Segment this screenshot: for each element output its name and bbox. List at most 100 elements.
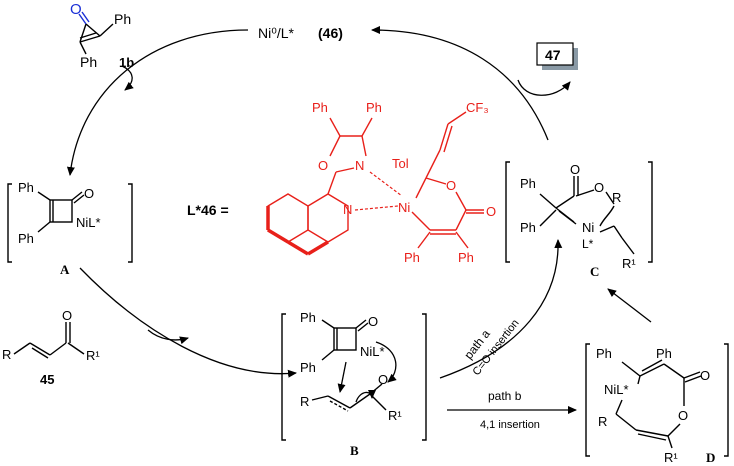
bond [361, 117, 373, 137]
phenyl-label: Ph [458, 250, 474, 265]
bond [635, 429, 669, 437]
n-oxazoline: N [355, 158, 364, 173]
bond [99, 23, 114, 37]
r-label: R [598, 414, 607, 429]
bond [355, 319, 367, 329]
oxygen: O [678, 408, 688, 423]
bracket-left [505, 161, 510, 263]
r1-label: R¹ [388, 408, 402, 423]
bond [663, 363, 685, 379]
path-b-subtext: 4,1 insertion [480, 419, 540, 431]
catalyst-text: Ni⁰/L* [258, 25, 295, 41]
ligand-label: L* [582, 237, 594, 251]
cf3-label: CF₃ [466, 100, 489, 115]
bond [637, 375, 641, 385]
arrow-path-a [439, 239, 563, 379]
bond [575, 189, 595, 197]
oxygen: O [570, 162, 580, 177]
bond [349, 393, 371, 409]
carbonyl-bond [81, 11, 90, 23]
nickel-ligand: NiL* [604, 382, 629, 397]
catalyst-label: Ni⁰/L* (46) [258, 25, 343, 41]
bond [539, 209, 557, 227]
o-carbonyl: O [486, 204, 496, 219]
oxygen: O [378, 372, 388, 387]
bond [637, 433, 667, 441]
bond [415, 177, 427, 199]
bond [613, 225, 623, 239]
bond [329, 135, 341, 157]
bond [321, 349, 335, 361]
bond [29, 342, 51, 356]
bond [71, 191, 83, 201]
bond [684, 375, 702, 383]
bracket-left [585, 343, 590, 457]
carbonyl-bond [78, 13, 87, 25]
phenyl-label: Ph [18, 231, 34, 246]
bond [667, 423, 681, 437]
compound-label: 1b [119, 55, 134, 70]
arrow-product-out [517, 79, 571, 96]
product-number: 47 [545, 47, 561, 63]
intermediate-a: O NiL* Ph Ph A [7, 180, 133, 277]
bond [357, 322, 369, 332]
bond [683, 371, 701, 379]
intermediate-label: A [60, 262, 70, 277]
intermediate-c: Ph Ph O O R Ni L* R¹ C [505, 161, 653, 279]
bond [417, 231, 431, 249]
intermediate-label: C [590, 264, 599, 279]
bond [599, 225, 615, 233]
bond [361, 135, 367, 157]
bond [425, 177, 447, 185]
phenyl-label: Ph [404, 250, 420, 265]
o-ring: O [446, 178, 456, 193]
oxygen: O [84, 186, 94, 201]
bond [555, 195, 575, 209]
arrow-45-feed [147, 329, 189, 345]
bond [49, 342, 67, 356]
oxygen: O [594, 180, 604, 195]
phenyl-label: Ph [300, 360, 316, 375]
catalyst-number: (46) [318, 25, 343, 41]
r-label: R [612, 190, 621, 205]
intermediate-d: Ph Ph O O NiL* R R¹ D [585, 343, 729, 465]
nickel-ligand: NiL* [76, 215, 101, 230]
phenyl-label: Ph [520, 176, 536, 191]
r-label: R [300, 394, 309, 409]
bond [327, 171, 337, 195]
enone-45: R O R¹ 45 [2, 308, 100, 387]
bond [329, 400, 349, 412]
nickel-label: Ni [582, 220, 594, 235]
bond [79, 41, 87, 55]
bond [85, 23, 101, 37]
bond [73, 194, 85, 204]
curly-arrow [375, 341, 397, 383]
bond [615, 413, 637, 431]
carbonyl-oxygen: O [70, 1, 82, 18]
nickel-ligand: NiL* [360, 344, 385, 359]
r1-label: R¹ [86, 348, 100, 363]
nickel-label: Ni [398, 200, 410, 215]
bond [31, 347, 49, 359]
bond [311, 395, 329, 401]
curly-arrow [355, 389, 376, 403]
bond [321, 319, 335, 329]
box [536, 42, 574, 66]
ligand-46: L*46 = N O N Ph Ph Ni Tol O O [187, 100, 496, 265]
four-ring [49, 199, 73, 223]
phenyl-label: Ph [520, 220, 536, 235]
bond [667, 435, 673, 449]
product-47: 47 [536, 42, 578, 70]
ligand-label: L*46 = [187, 202, 229, 218]
phenyl-label: Ph [366, 100, 382, 115]
bond [79, 23, 87, 43]
bond [411, 211, 431, 231]
phenyl-label: Ph [596, 346, 612, 361]
oxygen: O [700, 368, 710, 383]
bold-bond [307, 240, 329, 256]
intermediate-label: D [706, 450, 715, 465]
bond [13, 342, 31, 355]
bond [605, 191, 615, 205]
intermediate-label: B [350, 443, 359, 458]
